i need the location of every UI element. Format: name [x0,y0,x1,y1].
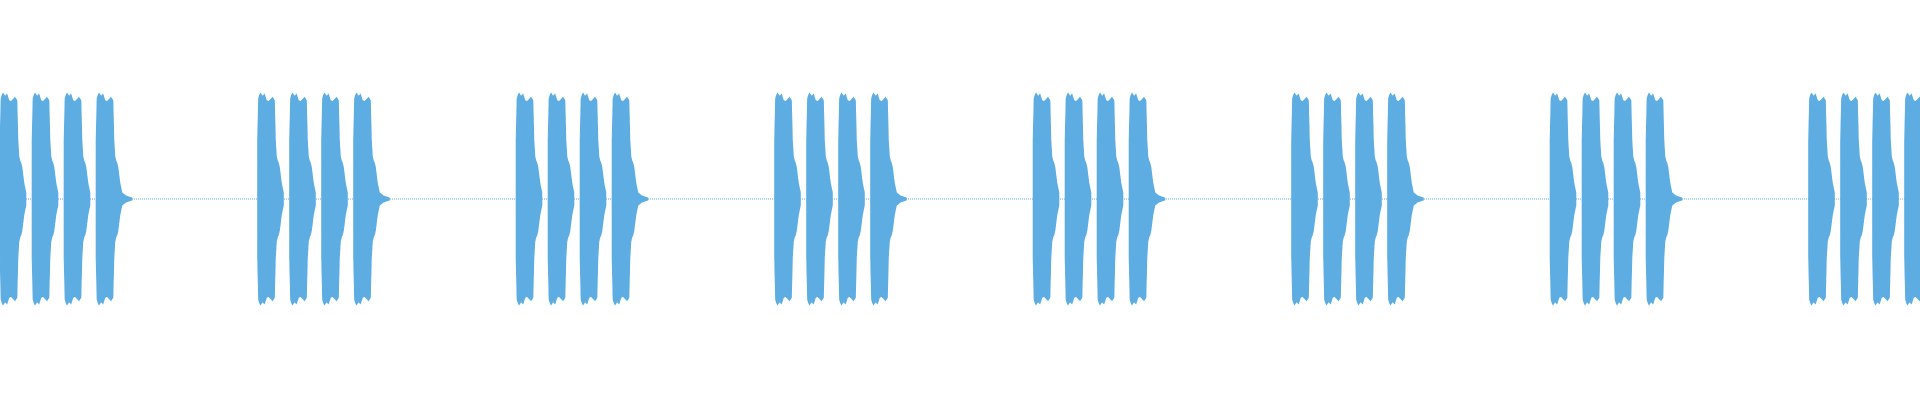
waveform-burst [806,92,833,306]
waveform-burst [353,92,390,306]
waveform-burst [289,92,316,306]
waveform-burst-group [1808,92,1920,306]
waveform-burst [579,92,607,306]
waveform-burst [257,92,284,306]
waveform-burst [515,92,543,306]
waveform-burst-group [774,92,907,306]
waveform-burst [547,92,575,306]
waveform-burst [1904,92,1920,306]
waveform-burst-group [257,92,390,306]
waveform-burst [31,92,59,306]
waveform-burst [1323,92,1350,306]
waveform-burst [1096,92,1124,306]
waveform-burst [1808,92,1835,306]
waveform-burst [838,92,865,306]
waveform-burst [63,92,91,306]
waveform-burst-group [1549,92,1683,306]
waveform-burst [1355,92,1382,306]
waveform-burst [1581,92,1609,306]
waveform-content [0,92,1920,306]
waveform-burst-group [1291,92,1424,306]
waveform-burst [611,92,649,306]
waveform-burst [1645,92,1683,306]
waveform-burst [1872,92,1899,306]
waveform-burst [1549,92,1577,306]
waveform-burst-group [1032,92,1166,306]
waveform-burst [95,92,133,306]
waveform-burst [1613,92,1641,306]
waveform-burst [1291,92,1318,306]
waveform-burst [1032,92,1060,306]
waveform-burst-group [515,92,649,306]
waveform-burst [870,92,907,306]
waveform-burst [0,92,27,306]
waveform-burst [321,92,348,306]
waveform-burst [1064,92,1092,306]
waveform-burst-group [0,92,133,306]
waveform-burst [774,92,801,306]
waveform-burst [1387,92,1424,306]
waveform-burst [1840,92,1867,306]
waveform-burst [1128,92,1166,306]
